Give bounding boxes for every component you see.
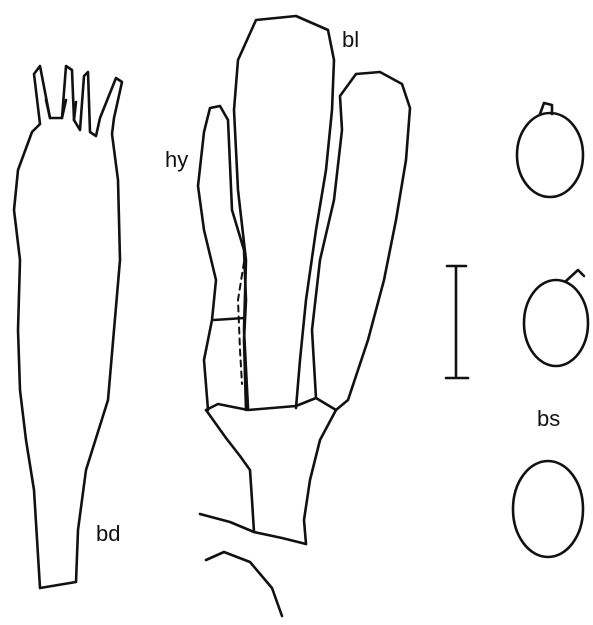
label-basidiospores: bs [537, 406, 560, 431]
subhymenium-drawing [200, 410, 336, 616]
basidiole-drawing [206, 16, 410, 410]
hypha-drawing [198, 106, 246, 410]
scale-bar [446, 266, 468, 378]
basidium-drawing [14, 66, 122, 588]
label-hypha: hy [165, 147, 188, 172]
basidiospores-drawing [513, 103, 588, 557]
label-basidiole: bl [342, 27, 359, 52]
label-basidium: bd [96, 521, 120, 546]
